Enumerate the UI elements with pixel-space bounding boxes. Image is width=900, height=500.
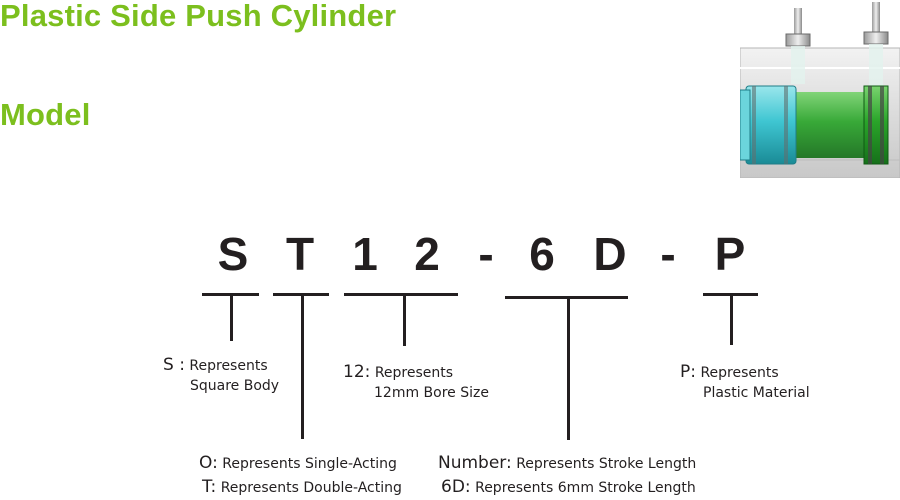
label-plastic-material: P: Represents Plastic Material <box>680 362 810 401</box>
code-char-t: T <box>285 228 315 280</box>
bracket-6d <box>505 296 628 299</box>
leader-12 <box>403 293 406 346</box>
section-heading-model: Model <box>0 97 91 132</box>
code-char-1: 1 <box>352 228 378 280</box>
leader-s <box>230 293 233 341</box>
code-char-p: P <box>714 228 746 280</box>
label-single-acting: O: Represents Single-Acting <box>199 453 397 473</box>
code-char-2: 2 <box>414 228 440 280</box>
label-bore-size: 12: Represents 12mm Bore Size <box>343 362 489 401</box>
code-char-dash-2: - <box>660 228 676 280</box>
label-6mm-stroke: 6D: Represents 6mm Stroke Length <box>441 477 696 497</box>
label-double-acting: T: Represents Double-Acting <box>202 477 402 497</box>
bracket-12 <box>344 293 458 296</box>
label-stroke-length: Number: Represents Stroke Length <box>438 453 697 473</box>
fitting-right <box>872 2 880 36</box>
leader-6d <box>567 296 570 440</box>
green-end-collar <box>863 85 889 165</box>
page-title: Plastic Side Push Cylinder <box>0 0 397 33</box>
label-acting: O: Represents Single-Acting T: Represent… <box>199 452 402 500</box>
label-stroke: Number: Represents Stroke Length 6D: Rep… <box>438 452 696 500</box>
code-char-dash-1: - <box>478 228 494 280</box>
cylinder-product-icon <box>740 2 900 178</box>
code-char-s: S <box>217 228 249 280</box>
label-square-body: S : Represents Square Body <box>163 355 280 394</box>
leader-t <box>301 293 304 439</box>
fitting-left <box>794 8 802 38</box>
code-char-d: D <box>593 228 627 280</box>
code-char-6: 6 <box>529 228 555 280</box>
leader-p <box>730 293 733 345</box>
